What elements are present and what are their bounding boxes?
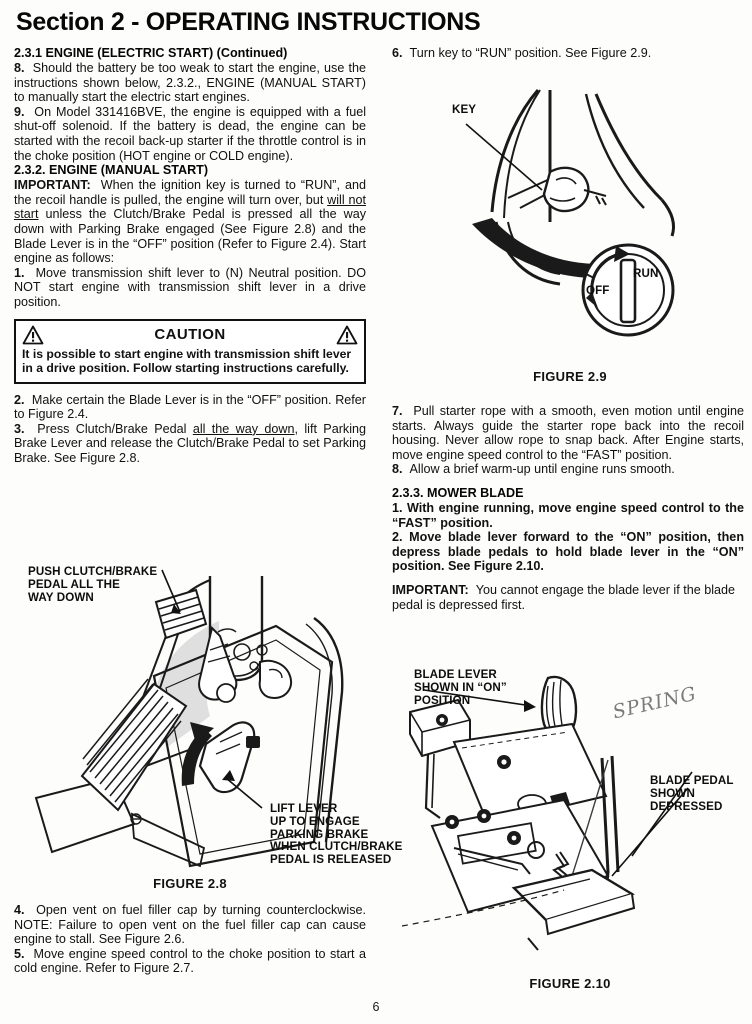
- figure-2-10-caption: FIGURE 2.10: [529, 976, 611, 991]
- figure-2-10-illustration: [396, 675, 696, 951]
- page-title: Section 2 - OPERATING INSTRUCTIONS: [16, 8, 481, 36]
- important-label: IMPORTANT:: [392, 582, 469, 597]
- item-text: Move transmission shift lever to (N) Neu…: [14, 265, 366, 309]
- section-heading-231: 2.3.1 ENGINE (ELECTRIC START) (Continued…: [14, 46, 288, 60]
- caution-header: CAUTION: [22, 325, 358, 345]
- figure-2-9-label-run: RUN: [633, 267, 659, 280]
- caution-box: CAUTION It is possible to start engine w…: [14, 318, 366, 384]
- item-underlined: all the way down: [192, 421, 295, 436]
- warning-triangle-icon: [336, 325, 358, 345]
- paragraph-item-9: 9. On Model 331416BVE, the engine is equ…: [14, 105, 366, 163]
- item-text: Make certain the Blade Lever is in the “…: [14, 392, 367, 422]
- figure-2-10-callout-blade-lever: BLADE LEVER SHOWN IN “ON” POSITION: [414, 668, 507, 707]
- caution-title: CAUTION: [154, 326, 226, 343]
- item-text: With engine running, move engine speed c…: [392, 500, 745, 530]
- item-number: 1.: [14, 265, 25, 280]
- paragraph-item-5: 5. Move engine speed control to the chok…: [14, 947, 366, 976]
- item-text-b: , lift Parking Brake Lever and release t…: [14, 421, 367, 466]
- figure-2-8-callout-push-clutch: PUSH CLUTCH/BRAKE PEDAL ALL THE WAY DOWN: [28, 565, 158, 604]
- item-text: Pull starter rope with a smooth, even mo…: [392, 404, 744, 462]
- paragraph-item-7: 7. Pull starter rope with a smooth, even…: [392, 404, 744, 462]
- paragraph-item-8-right: 8. Allow a brief warm-up until engine ru…: [392, 462, 744, 477]
- item-number: 7.: [392, 404, 403, 418]
- item-number: 9.: [14, 104, 25, 119]
- figure-2-9-caption: FIGURE 2.9: [533, 369, 607, 384]
- paragraph-important-blade: IMPORTANT: You cannot engage the blade l…: [392, 583, 744, 612]
- item-number: 2.: [392, 530, 403, 545]
- item-text-a: Press Clutch/Brake Pedal: [37, 421, 193, 436]
- paragraph-important-manual-start: IMPORTANT: When the ignition key is turn…: [14, 178, 366, 266]
- important-text-b: unless the Clutch/Brake Pedal is pressed…: [14, 207, 366, 266]
- important-text-a: When the ignition key is turned to “RUN”…: [14, 178, 366, 207]
- caution-text: It is possible to start engine with tran…: [22, 346, 352, 376]
- paragraph-item-2: 2. Make certain the Blade Lever is in th…: [14, 393, 366, 422]
- item-number: 5.: [14, 946, 25, 961]
- right-column-middle: 7. Pull starter rope with a smooth, even…: [392, 404, 744, 612]
- figure-2-10-callout-blade-pedal: BLADE PEDAL SHOWN DEPRESSED: [650, 774, 734, 813]
- item-number: 1.: [392, 500, 403, 515]
- important-text: You cannot engage the blade lever if the…: [392, 582, 736, 612]
- paragraph-item-6: 6. Turn key to “RUN” position. See Figur…: [392, 46, 744, 61]
- item-number: 2.: [14, 392, 25, 407]
- item-number: 8.: [14, 61, 25, 75]
- figure-2-8-caption: FIGURE 2.8: [153, 876, 227, 891]
- paragraph-blade-2: 2. Move blade lever forward to the “ON” …: [392, 530, 744, 574]
- left-column-lower: 4. Open vent on fuel filler cap by turni…: [14, 903, 366, 976]
- item-text: Should the battery be too weak to start …: [14, 61, 366, 105]
- paragraph-item-3: 3. Press Clutch/Brake Pedal all the way …: [14, 422, 366, 466]
- important-underlined: will not start: [14, 192, 366, 222]
- item-number: 4.: [14, 903, 25, 917]
- figure-2-8-illustration: [14, 566, 374, 886]
- figure-2-8-callout-lift-lever: LIFT LEVER UP TO ENGAGE PARKING BRAKE WH…: [270, 802, 403, 867]
- item-text: Allow a brief warm-up until engine runs …: [409, 462, 675, 477]
- paragraph-blade-1: 1. With engine running, move engine spee…: [392, 501, 744, 530]
- section-heading-233: 2.3.3. MOWER BLADE: [392, 485, 524, 500]
- item-text: On Model 331416BVE, the engine is equipp…: [14, 104, 366, 163]
- paragraph-item-1: 1. Move transmission shift lever to (N) …: [14, 266, 366, 310]
- item-number: 8.: [392, 462, 403, 477]
- paragraph-item-4: 4. Open vent on fuel filler cap by turni…: [14, 903, 366, 947]
- item-text: Move blade lever forward to the “ON” pos…: [392, 530, 745, 574]
- page-number: 6: [372, 1000, 380, 1014]
- item-number: 6.: [392, 46, 403, 60]
- figure-2-9-illustration: [400, 72, 740, 367]
- item-number: 3.: [14, 421, 25, 436]
- left-column: 2.3.1 ENGINE (ELECTRIC START) (Continued…: [14, 46, 366, 466]
- figure-2-9-label-off: OFF: [586, 284, 610, 297]
- item-text: Open vent on fuel filler cap by turning …: [14, 903, 366, 947]
- warning-triangle-icon: [22, 325, 44, 345]
- right-column-top: 6. Turn key to “RUN” position. See Figur…: [392, 46, 744, 61]
- section-heading-232: 2.3.2. ENGINE (MANUAL START): [14, 163, 209, 178]
- item-text: Turn key to “RUN” position. See Figure 2…: [409, 46, 652, 60]
- important-label: IMPORTANT:: [14, 178, 91, 193]
- figure-2-9-label-key: KEY: [452, 103, 477, 116]
- paragraph-item-8: 8. Should the battery be too weak to sta…: [14, 61, 366, 105]
- item-text: Move engine speed control to the choke p…: [14, 946, 367, 976]
